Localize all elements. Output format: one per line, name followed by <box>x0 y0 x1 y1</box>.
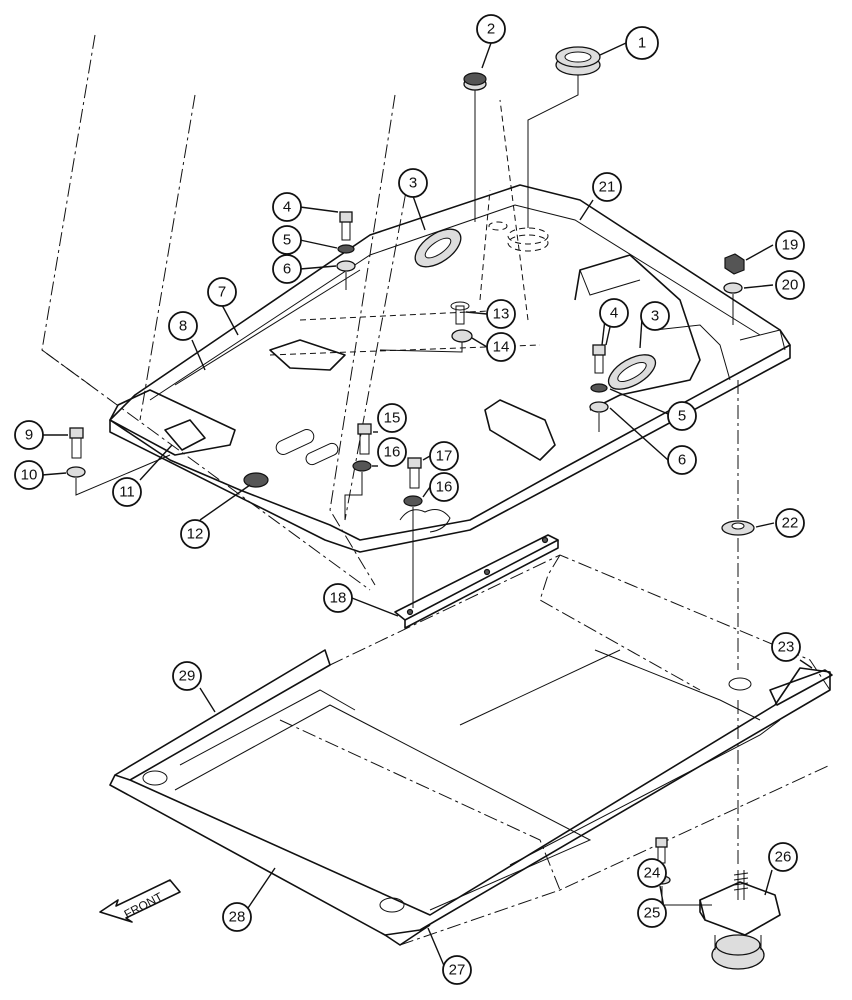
callout-3-right: 3 <box>640 301 670 331</box>
svg-text:14: 14 <box>493 339 510 356</box>
svg-text:15: 15 <box>384 410 401 427</box>
callout-6-left: 6 <box>272 254 302 284</box>
svg-text:5: 5 <box>678 408 686 425</box>
callout-27: 27 <box>442 955 472 985</box>
callout-22: 22 <box>775 508 805 538</box>
callout-19: 19 <box>775 230 805 260</box>
callout-16-left: 16 <box>377 437 407 467</box>
callout-23: 23 <box>771 632 801 662</box>
svg-text:28: 28 <box>229 909 246 926</box>
svg-text:6: 6 <box>678 452 686 469</box>
callout-5-right: 5 <box>667 401 697 431</box>
svg-text:16: 16 <box>436 479 453 496</box>
callout-17: 17 <box>429 441 459 471</box>
svg-text:12: 12 <box>187 526 204 543</box>
callout-3-left: 3 <box>398 168 428 198</box>
svg-text:25: 25 <box>644 905 661 922</box>
svg-text:19: 19 <box>782 237 799 254</box>
svg-text:23: 23 <box>778 639 795 656</box>
svg-text:7: 7 <box>218 284 226 301</box>
callout-9: 9 <box>14 420 44 450</box>
callout-16-right: 16 <box>429 472 459 502</box>
svg-text:24: 24 <box>644 865 661 882</box>
callout-8: 8 <box>168 311 198 341</box>
callout-4-left: 4 <box>272 192 302 222</box>
svg-text:6: 6 <box>283 261 291 278</box>
mounting-strip <box>394 530 559 629</box>
callout-11: 11 <box>112 477 142 507</box>
callout-1: 1 <box>625 26 659 60</box>
callout-6-right: 6 <box>667 445 697 475</box>
svg-text:3: 3 <box>409 175 417 192</box>
svg-text:16: 16 <box>384 444 401 461</box>
svg-text:11: 11 <box>119 484 135 501</box>
callout-26: 26 <box>768 842 798 872</box>
svg-text:20: 20 <box>782 277 799 294</box>
svg-text:10: 10 <box>21 467 38 484</box>
svg-text:4: 4 <box>283 199 291 216</box>
front-label: FRONT <box>122 889 166 921</box>
callout-12: 12 <box>180 519 210 549</box>
washer-22 <box>721 380 755 670</box>
callout-25: 25 <box>637 898 667 928</box>
svg-text:4: 4 <box>610 305 618 322</box>
callout-28: 28 <box>222 902 252 932</box>
callout-21: 21 <box>592 172 622 202</box>
front-arrow: FRONT <box>99 879 181 923</box>
svg-text:29: 29 <box>179 668 196 685</box>
callout-13: 13 <box>486 299 516 329</box>
callout-24: 24 <box>637 858 667 888</box>
callout-20: 20 <box>775 270 805 300</box>
svg-text:22: 22 <box>782 515 799 532</box>
svg-text:27: 27 <box>449 962 466 979</box>
callout-14: 14 <box>486 332 516 362</box>
callout-15: 15 <box>377 403 407 433</box>
svg-text:3: 3 <box>651 308 659 325</box>
callout-2: 2 <box>476 14 506 44</box>
callout-5-left: 5 <box>272 225 302 255</box>
svg-text:18: 18 <box>330 590 347 607</box>
cab-floor-plate <box>41 34 791 591</box>
callout-4-right: 4 <box>599 298 629 328</box>
svg-text:8: 8 <box>179 318 187 335</box>
svg-text:26: 26 <box>775 849 792 866</box>
hardware-upper <box>66 46 745 530</box>
svg-text:1: 1 <box>638 35 646 52</box>
callout-10: 10 <box>14 460 44 490</box>
svg-text:13: 13 <box>493 306 510 323</box>
callout-18: 18 <box>323 583 353 613</box>
base-frame <box>109 554 833 946</box>
callout-7: 7 <box>207 277 237 307</box>
callout-29: 29 <box>172 661 202 691</box>
svg-text:17: 17 <box>436 448 453 465</box>
svg-text:5: 5 <box>283 232 291 249</box>
svg-text:21: 21 <box>599 179 616 196</box>
svg-text:2: 2 <box>487 21 495 38</box>
svg-text:9: 9 <box>25 427 33 444</box>
